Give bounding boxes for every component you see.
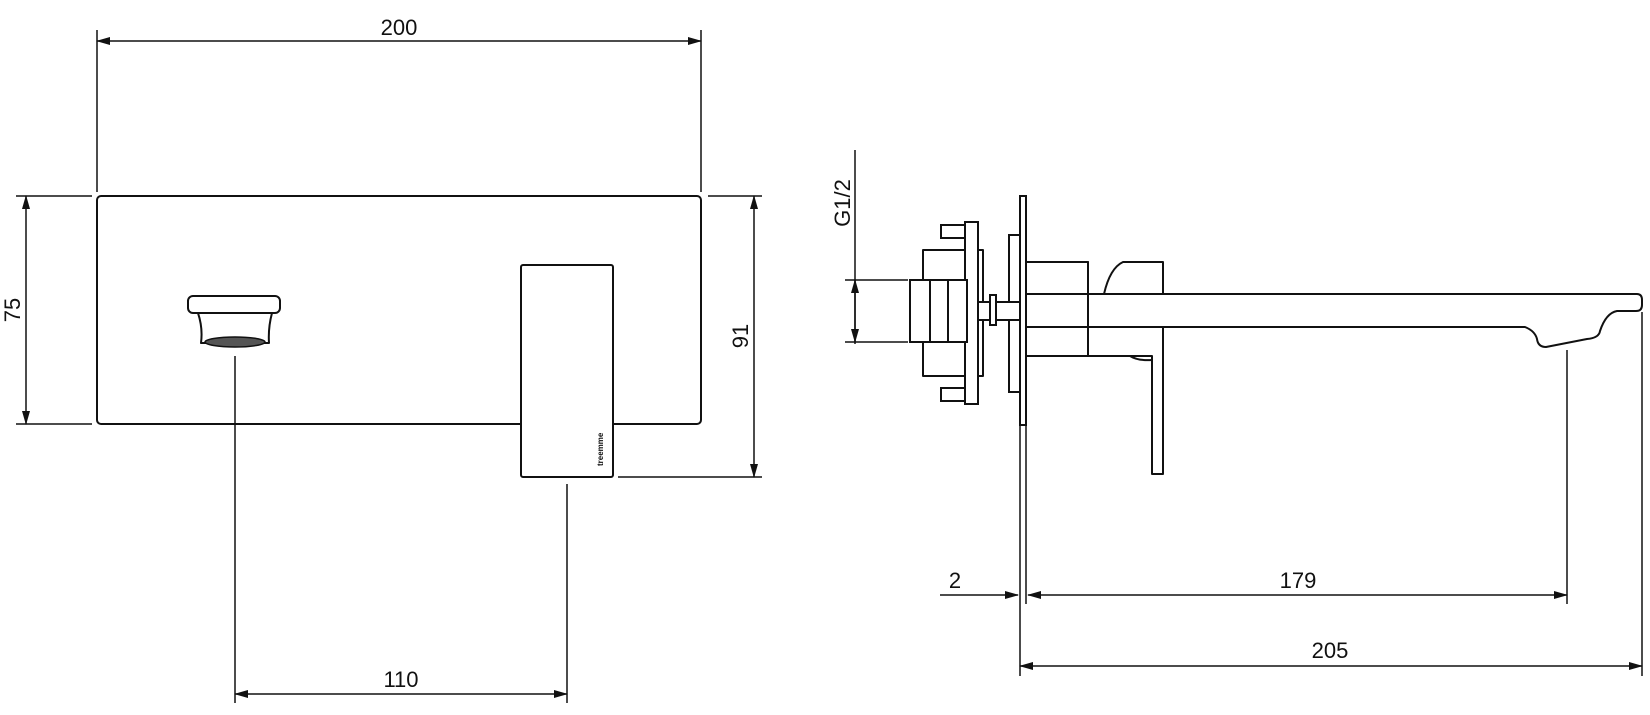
dim-plate-thickness-label: 2 [949,568,961,593]
dim-front-overall-height: 91 [618,195,762,478]
dim-overall-depth-label: 205 [1312,638,1349,663]
aerator-icon [204,336,266,348]
dim-plate-height-label: 75 [0,298,25,322]
dim-front-width: 200 [96,15,702,192]
side-handle [1087,261,1164,475]
side-view: G1/2 2 179 205 [830,150,1643,676]
dim-overall-height-label: 91 [728,324,753,348]
front-spout-outlet [187,295,281,348]
front-handle-lever: treemme [520,264,614,478]
dim-overall-depth: 205 [1019,312,1643,676]
dim-front-plate-height: 75 [0,195,92,425]
dim-spout-handle-label: 110 [383,667,418,692]
dim-thread: G1/2 [830,150,908,344]
front-wall-plate [96,195,702,425]
brand-mark: treemme [596,432,605,466]
dim-width-label: 200 [381,15,418,40]
dim-spout-to-handle: 110 [234,356,568,703]
side-wall-plate [1019,195,1027,426]
dim-thread-label: G1/2 [830,179,855,227]
side-mounting-body [909,221,1089,405]
dim-spout-projection-label: 179 [1280,568,1317,593]
dim-projection: 2 179 [940,350,1568,676]
front-view: treemme 200 75 91 110 [0,15,762,703]
side-spout [1025,293,1643,348]
